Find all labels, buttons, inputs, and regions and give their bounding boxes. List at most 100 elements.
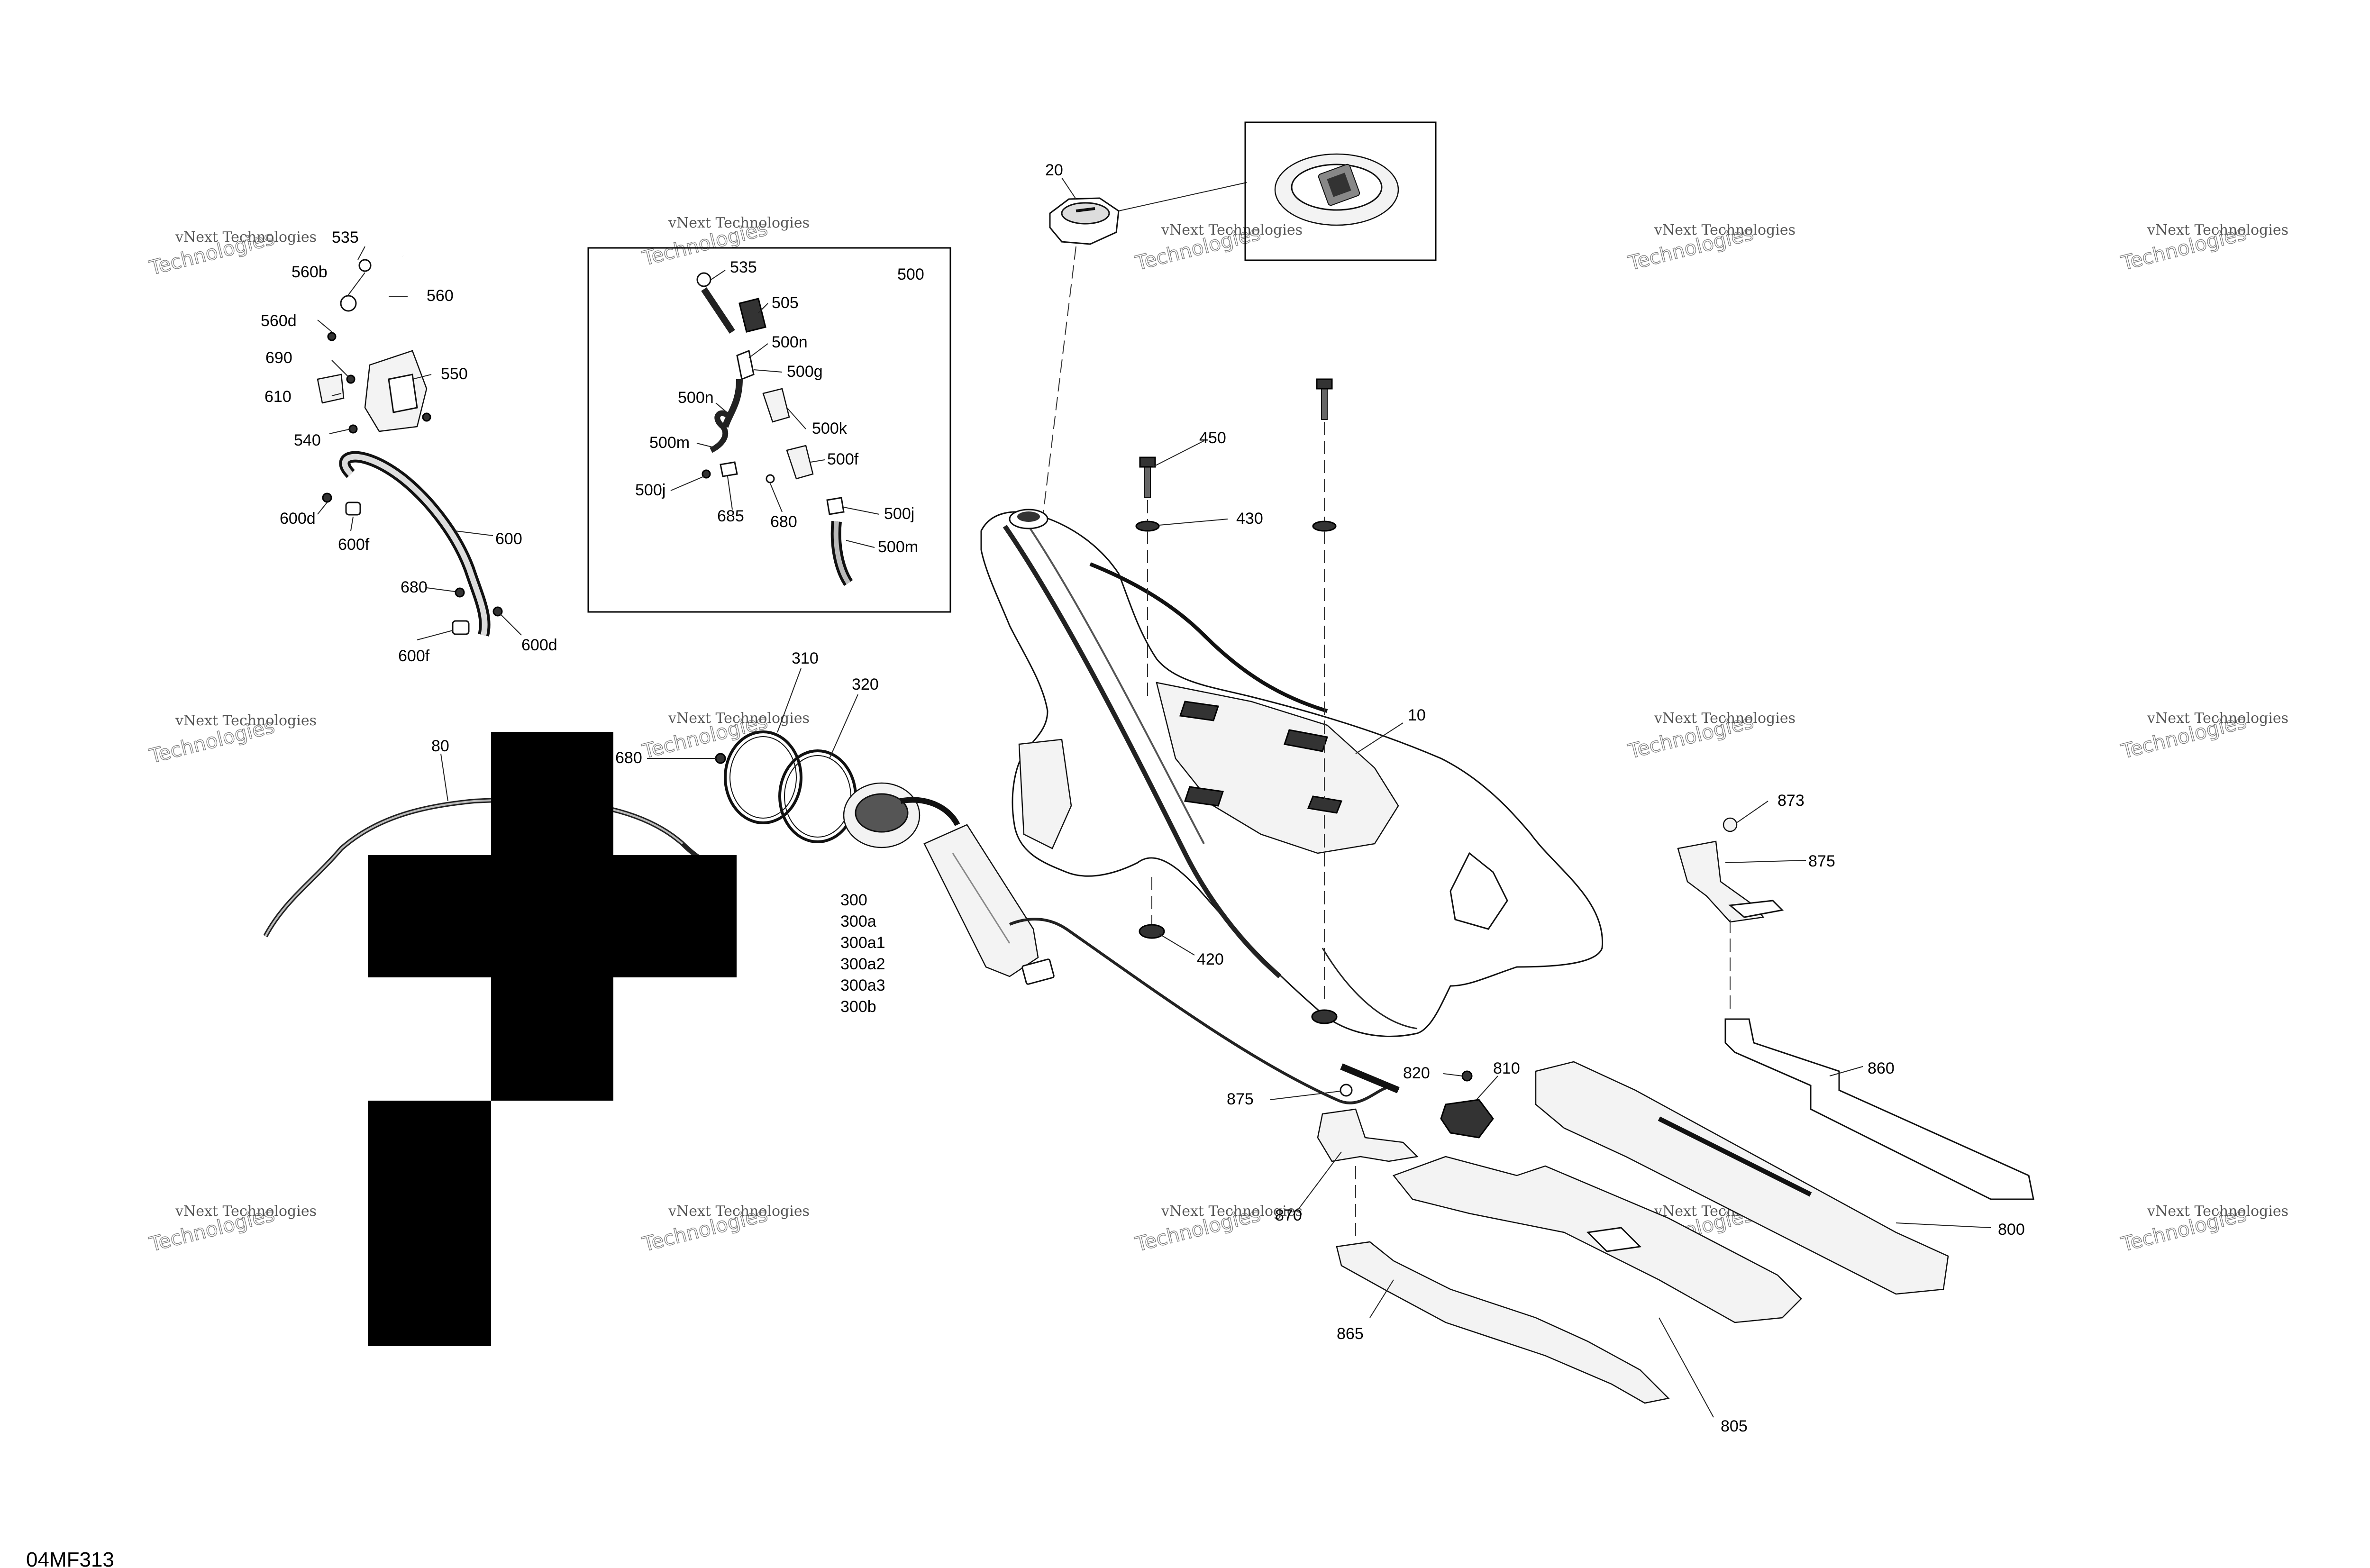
fuel-tank-notch (1449, 852, 1508, 930)
callout-685: 685 (717, 507, 744, 525)
grommets-420 (1139, 924, 1338, 1024)
svg-text:vNext Technologies: vNext Technologies (2147, 1203, 2288, 1220)
callout-805: 805 (1721, 1417, 1748, 1435)
callout-500j-b: 500j (884, 505, 914, 523)
seal-320-inner (784, 755, 851, 838)
callout-500m-b: 500m (878, 538, 918, 556)
svg-text:vNext Technologies: vNext Technologies (1654, 222, 1796, 238)
callout-300a2: 300a2 (840, 955, 885, 973)
callout-labels: 535 560b 560 560d 690 550 610 540 600d 6… (261, 161, 2025, 1435)
fuel-pump-300 (843, 782, 1400, 1104)
screw-680-hose (715, 753, 726, 764)
fuel-pump-flange-top (855, 793, 909, 833)
svg-text:vNext Technologies: vNext Technologies (175, 1203, 317, 1220)
clip-873 (1723, 817, 1738, 832)
svg-text:vNext Technologies: vNext Technologies (1161, 222, 1303, 238)
hose-500n (722, 379, 743, 428)
callout-10: 10 (1408, 706, 1426, 724)
screw-560d (327, 332, 337, 341)
clip-810-body (1440, 1099, 1494, 1139)
fuel-level-wire (1009, 918, 1400, 1104)
bracket-870 (1317, 1084, 1419, 1162)
callout-500k: 500k (812, 419, 848, 438)
fuel-cap-detail-frame (1244, 121, 1437, 261)
heat-shield-800-inner (1658, 1116, 1812, 1197)
valve-body (388, 374, 418, 413)
clamp-600f-b (452, 620, 470, 635)
callout-300a3: 300a3 (840, 976, 885, 994)
screw-680-inset (766, 474, 775, 483)
hose-loop-500m (710, 410, 732, 453)
bracket-875-tab (1728, 900, 1784, 918)
fuel-cap-grip (1076, 207, 1095, 212)
fuel-tank-side-pocket (1018, 738, 1072, 849)
fuel-pump-body (923, 824, 1039, 977)
callout-535: 535 (332, 228, 359, 246)
seal-310-inner (729, 736, 797, 819)
clamp-535-inset (696, 272, 711, 287)
valve-hose-assembly-500 (696, 272, 853, 586)
fuel-pump-body-shade (952, 853, 1011, 944)
clip-610 (317, 374, 345, 404)
svg-text:vNext Technologies: vNext Technologies (175, 712, 317, 729)
heat-shield-805-window (1586, 1227, 1642, 1252)
callout-500g: 500g (787, 363, 823, 381)
callout-535-inset: 535 (730, 258, 757, 276)
svg-text:vNext Technologies: vNext Technologies (2147, 222, 2288, 238)
callout-690: 690 (265, 349, 292, 367)
screw-550b (422, 412, 431, 422)
callout-500f: 500f (827, 450, 859, 468)
inset-leaders (670, 270, 880, 548)
callout-600f-b: 600f (398, 647, 430, 665)
callout-540: 540 (294, 431, 321, 449)
diagram-code: 04MF313 (26, 1548, 114, 1568)
fuel-filler-neck-inner (1017, 511, 1040, 522)
fuel-cap-detail (1274, 153, 1399, 226)
clip-875-b (1340, 1084, 1353, 1097)
callout-560b: 560b (292, 263, 328, 281)
svg-text:vNext Technologies: vNext Technologies (1161, 1203, 1303, 1220)
svg-text:vNext Technologies: vNext Technologies (175, 229, 317, 246)
callout-430: 430 (1236, 510, 1263, 528)
fuel-cap-top (1061, 202, 1110, 225)
svg-text:vNext Technologies: vNext Technologies (2147, 710, 2288, 727)
bolt-450-b-head (1316, 378, 1333, 390)
callout-680-hose: 680 (615, 749, 642, 767)
fuel-pump-connector (1021, 958, 1055, 985)
callout-870: 870 (1275, 1206, 1302, 1224)
callout-680-inset: 680 (770, 513, 797, 531)
callout-810: 810 (1493, 1059, 1520, 1077)
vent-hose-assembly (317, 239, 503, 637)
callout-600f: 600f (338, 536, 370, 554)
heat-shield-800 (1535, 1061, 1949, 1295)
svg-text:vNext Technologies: vNext Technologies (668, 1203, 810, 1220)
callout-420: 420 (1197, 950, 1224, 968)
inset-frame-500 (587, 247, 951, 613)
redaction-block (368, 1101, 491, 1346)
heat-shield-865 (1336, 1241, 1670, 1404)
bracket-870-body (1317, 1108, 1419, 1162)
fuel-tank-rail-2 (1028, 525, 1205, 844)
fuel-tank-10 (980, 509, 1604, 1037)
fuel-tank-strap (1089, 562, 1328, 713)
filter-500k (762, 388, 790, 423)
clamp-600d (322, 492, 332, 503)
svg-text:vNext Technologies: vNext Technologies (668, 215, 810, 231)
fuel-tank-insert-b (1284, 729, 1328, 752)
fuel-tank-insert-a (1179, 701, 1219, 721)
callout-600d-b: 600d (521, 636, 557, 654)
fitting-500g (736, 349, 755, 381)
callout-875-b: 875 (1227, 1090, 1254, 1108)
tank-bolts-450 (1135, 378, 1337, 532)
callout-500n: 500n (772, 333, 808, 351)
clamp-600d-b (492, 606, 503, 617)
strap-860 (1724, 1018, 2034, 1200)
bolt-450-a-head (1139, 456, 1156, 468)
fuel-cap-20 (1049, 197, 1120, 245)
